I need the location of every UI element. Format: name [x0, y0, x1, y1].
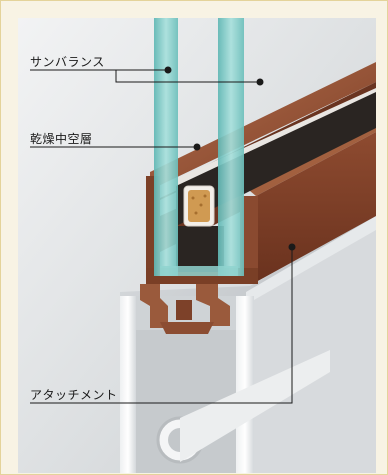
label-attachment: アタッチメント — [30, 388, 118, 402]
attachment-dot-icon — [288, 243, 296, 251]
sun-balance-dot-icon — [164, 66, 172, 74]
leader-dots — [164, 66, 296, 251]
dry-air-layer-dot-icon — [193, 143, 201, 151]
label-dry-air-layer: 乾燥中空層 — [30, 132, 93, 146]
attachment-clips — [140, 284, 230, 334]
sun-balance-dot-icon — [256, 78, 264, 86]
desiccant — [183, 185, 215, 227]
leader-lines — [30, 69, 293, 404]
label-sun-balance: サンバランス — [30, 55, 105, 69]
